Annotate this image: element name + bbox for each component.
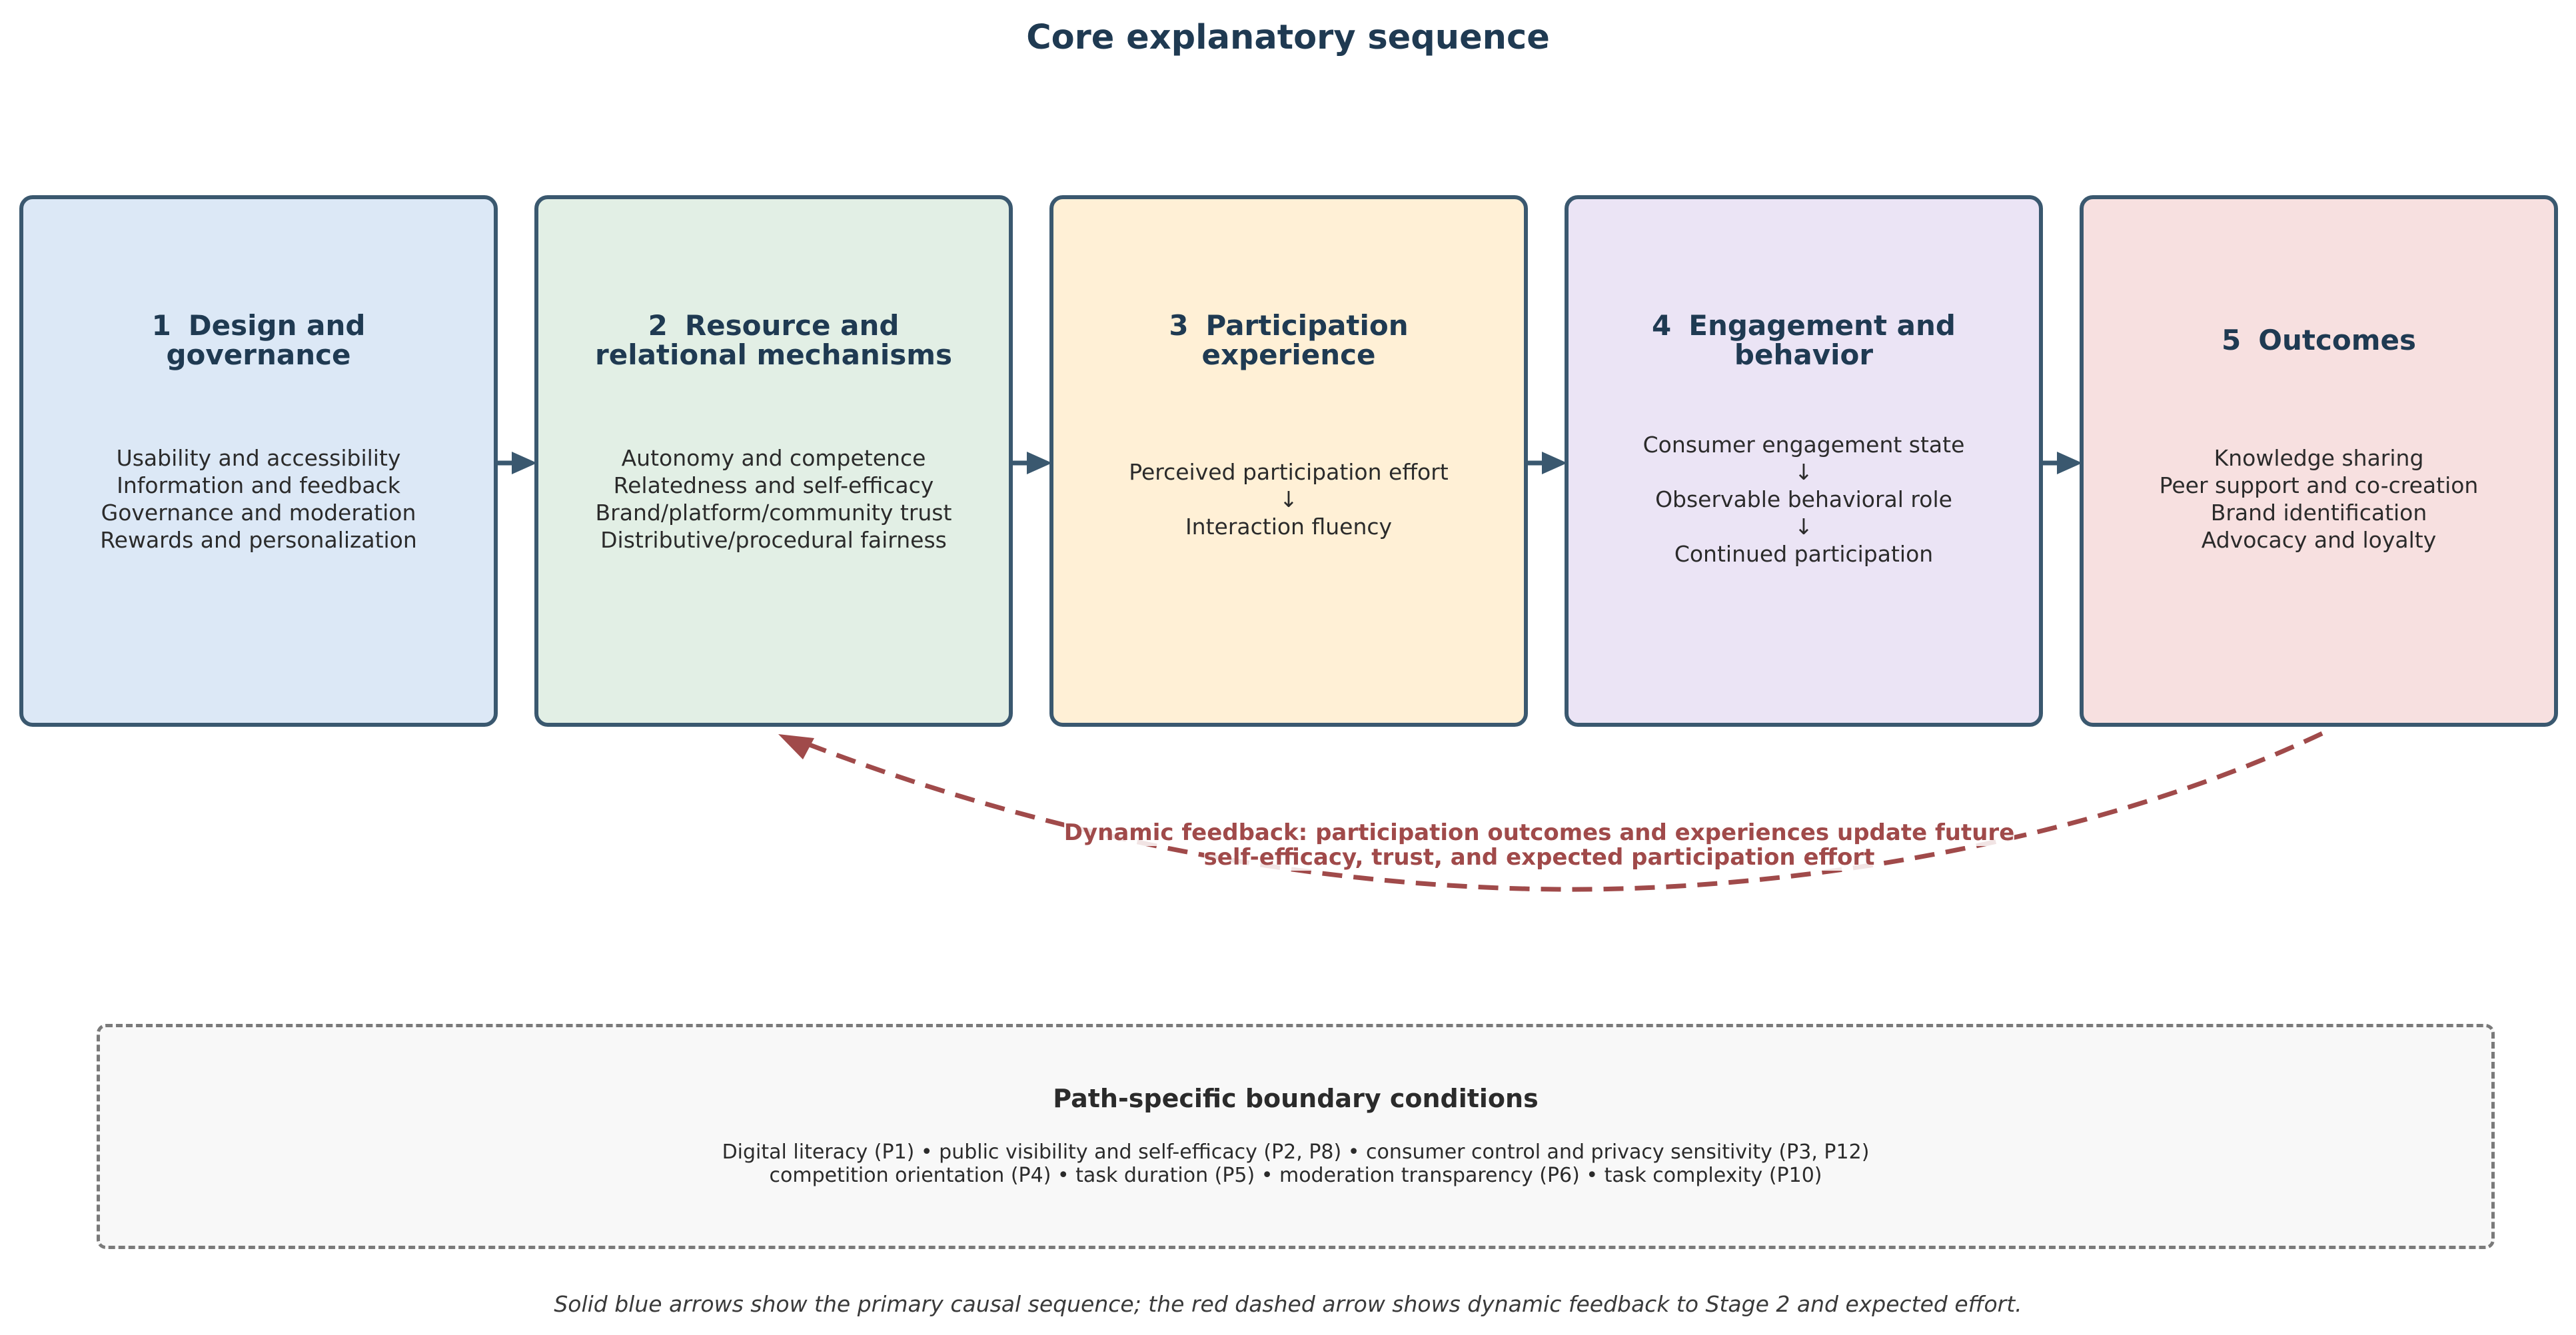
stage-box-outcomes: 5 Outcomes Knowledge sharing Peer support… xyxy=(2080,195,2558,727)
stage-item: Peer support and co-creation xyxy=(2159,472,2479,498)
feedback-arrow xyxy=(778,731,2323,892)
stage-items: Perceived participation effort ↓ Interac… xyxy=(1053,392,1524,606)
stage-items: Usability and accessibility Information … xyxy=(23,392,494,606)
stage-heading: 3 Participation experience xyxy=(1053,274,1524,407)
stage-number: 2 xyxy=(648,309,668,342)
figure-caption: Solid blue arrows show the primary causa… xyxy=(554,1291,2022,1317)
stage-item: Autonomy and competence xyxy=(621,445,926,471)
down-arrow-icon: ↓ xyxy=(1279,486,1298,512)
stage-item: Interaction fluency xyxy=(1185,513,1393,540)
stage-item: Continued participation xyxy=(1674,540,1934,567)
boundary-conditions-line: competition orientation (P4) • task dura… xyxy=(769,1164,1822,1187)
boundary-conditions-title: Path-specific boundary conditions xyxy=(1053,1084,1539,1113)
stage-box-design-governance: 1 Design and governance Usability and acc… xyxy=(19,195,498,727)
primary-flow-arrow xyxy=(2041,452,2082,474)
down-arrow-icon: ↓ xyxy=(1794,458,1813,485)
stage-title-line: Outcomes xyxy=(2258,324,2416,356)
stage-item: Perceived participation effort xyxy=(1129,458,1449,485)
stage-title-line: behavior xyxy=(1734,338,1874,371)
stage-title-line: experience xyxy=(1201,338,1376,371)
stage-title-line: Participation xyxy=(1205,309,1409,342)
stage-items: Knowledge sharing Peer support and co-cr… xyxy=(2084,392,2554,606)
stage-number: 5 xyxy=(2222,324,2242,356)
stage-title-line: relational mechanisms xyxy=(595,338,952,371)
stage-title-line: governance xyxy=(166,338,351,371)
stage-heading: 5 Outcomes xyxy=(2084,274,2554,407)
primary-flow-arrow xyxy=(1526,452,1567,474)
stage-items: Autonomy and competence Relatedness and … xyxy=(538,392,1009,606)
feedback-label: Dynamic feedback: participation outcomes… xyxy=(973,819,2106,871)
stage-item: Observable behavioral role xyxy=(1655,486,1952,512)
stage-item: Information and feedback xyxy=(117,472,400,498)
stage-items: Consumer engagement state ↓ Observable b… xyxy=(1569,392,2039,606)
stage-number: 1 xyxy=(151,309,171,342)
stage-heading: 4 Engagement and behavior xyxy=(1569,274,2039,407)
stage-title-line: Engagement and xyxy=(1688,309,1956,342)
boundary-conditions-box: Path-specific boundary conditions Digita… xyxy=(97,1024,2495,1249)
stage-item: Knowledge sharing xyxy=(2214,445,2424,471)
primary-flow-arrow xyxy=(1011,452,1052,474)
stage-heading: 1 Design and governance xyxy=(23,274,494,407)
stage-title-line: Design and xyxy=(188,309,366,342)
stage-item: Distributive/procedural fairness xyxy=(600,527,947,553)
stage-box-engagement-behavior: 4 Engagement and behavior Consumer engage… xyxy=(1565,195,2043,727)
stage-title-line: Resource and xyxy=(684,309,900,342)
boundary-conditions-list: Digital literacy (P1) • public visibilit… xyxy=(100,1140,2491,1187)
stage-heading: 2 Resource and relational mechanisms xyxy=(538,274,1009,407)
stage-number: 4 xyxy=(1652,309,1672,342)
stage-item: Rewards and personalization xyxy=(100,527,417,553)
stage-item: Brand identification xyxy=(2210,500,2427,526)
feedback-label-line: Dynamic feedback: participation outcomes… xyxy=(1063,819,2015,846)
down-arrow-icon: ↓ xyxy=(1794,513,1813,540)
stage-item: Advocacy and loyalty xyxy=(2201,527,2437,553)
stage-box-participation-experience: 3 Participation experience Perceived part… xyxy=(1049,195,1528,727)
diagram-title: Core explanatory sequence xyxy=(1026,18,1550,57)
stage-item: Brand/platform/community trust xyxy=(595,500,952,526)
boundary-conditions-line: Digital literacy (P1) • public visibilit… xyxy=(722,1140,1870,1164)
stage-item: Usability and accessibility xyxy=(116,445,401,471)
stage-item: Governance and moderation xyxy=(101,500,416,526)
feedback-label-line: self-efficacy, trust, and expected parti… xyxy=(1203,844,1875,871)
primary-flow-arrow xyxy=(496,452,537,474)
stage-number: 3 xyxy=(1169,309,1189,342)
stage-box-resource-relational: 2 Resource and relational mechanisms Auto… xyxy=(534,195,1013,727)
stage-item: Consumer engagement state xyxy=(1642,431,1965,458)
stage-item: Relatedness and self-efficacy xyxy=(613,472,934,498)
